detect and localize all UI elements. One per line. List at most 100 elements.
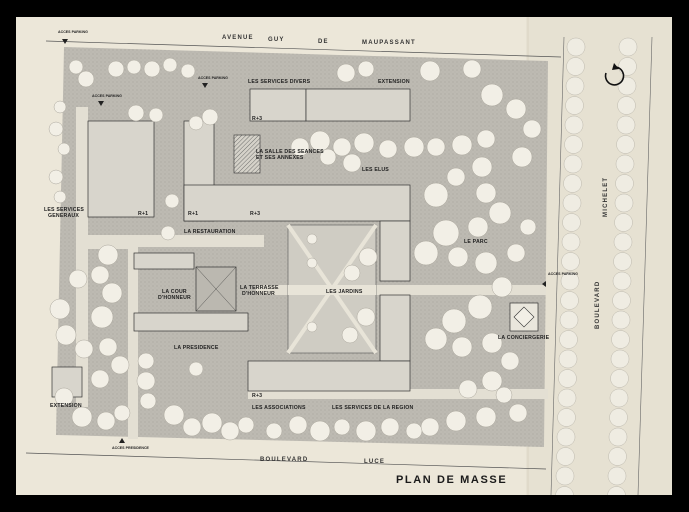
boulevard-michelet-edge-1 — [550, 36, 565, 495]
boulevard-tree — [558, 349, 578, 369]
tree-canopy — [380, 417, 400, 437]
tree-canopy — [336, 63, 356, 83]
tree-canopy — [420, 417, 440, 437]
tree-canopy — [467, 294, 493, 320]
associations-building — [247, 360, 411, 392]
tree-canopy — [505, 98, 527, 120]
buildings — [51, 88, 539, 398]
restauration-building — [133, 252, 195, 270]
tree-canopy — [475, 182, 497, 204]
boulevard-tree — [562, 213, 581, 232]
tree-canopy — [306, 257, 318, 269]
access-arrow-1 — [62, 39, 68, 44]
street-south-1: BOULEVARD — [260, 457, 308, 463]
tree-canopy — [343, 264, 361, 282]
boulevard-tree — [617, 96, 636, 115]
presidence-wing — [133, 312, 249, 332]
level-r1-center: R+1 — [188, 211, 198, 217]
tree-canopy — [74, 339, 94, 359]
boulevard-tree — [611, 310, 631, 330]
tree-canopy — [309, 130, 331, 152]
plan-sheet: AVENUE GUY DE MAUPASSANT BOULEVARD LUCE … — [16, 17, 672, 495]
main-wing-r3 — [183, 184, 411, 222]
label-presidence: LA PRESIDENCE — [174, 345, 219, 351]
label-jardins: LES JARDINS — [326, 289, 363, 295]
boulevard-tree — [557, 388, 577, 408]
tree-canopy — [476, 129, 496, 149]
boulevard-tree — [555, 486, 574, 495]
boulevard-tree — [565, 96, 584, 115]
label-associations: LES ASSOCIATIONS — [252, 405, 306, 411]
boulevard-tree — [613, 252, 632, 271]
access-arrow-5 — [119, 438, 125, 443]
boulevard-tree — [560, 271, 580, 291]
tree-canopy — [220, 421, 240, 441]
boulevard-tree — [564, 135, 583, 154]
street-north-3: DE — [318, 39, 329, 45]
conciergerie-mark — [513, 306, 535, 328]
tree-canopy — [57, 142, 71, 156]
boulevard-tree — [610, 349, 630, 369]
label-cour-1: LA COUR — [162, 289, 187, 295]
tree-canopy — [49, 298, 71, 320]
tree-canopy — [446, 167, 466, 187]
tree-canopy — [480, 83, 504, 107]
street-south-edge — [25, 452, 547, 470]
boulevard-tree — [608, 447, 627, 466]
east-wing — [379, 220, 411, 282]
tree-canopy — [423, 182, 449, 208]
boulevard-tree — [609, 408, 628, 427]
tree-canopy — [474, 251, 498, 275]
tree-canopy — [139, 392, 157, 410]
boulevard-tree — [607, 486, 626, 495]
access-label-1: ACCES PARKING — [58, 30, 88, 34]
tree-canopy — [432, 219, 460, 247]
tree-canopy — [68, 59, 84, 75]
boulevard-tree — [562, 193, 582, 213]
boulevard-tree — [616, 115, 636, 135]
tree-canopy — [426, 137, 446, 157]
tree-canopy — [445, 410, 467, 432]
tree-canopy — [180, 63, 196, 79]
tree-canopy — [319, 148, 337, 166]
label-services-generaux-1: LES SERVICES — [44, 207, 84, 213]
tree-canopy — [481, 370, 503, 392]
tree-canopy — [53, 100, 67, 114]
tree-canopy — [403, 136, 425, 158]
site-plan: AVENUE GUY DE MAUPASSANT BOULEVARD LUCE … — [25, 17, 672, 495]
boulevard-tree — [618, 37, 638, 57]
label-salle-seances-1: LA SALLE DES SEANCES — [256, 149, 324, 155]
boulevard-tree — [615, 174, 634, 193]
label-extension-south: EXTENSION — [50, 403, 82, 409]
fold-shade — [526, 17, 672, 495]
plan-title: PLAN DE MASSE — [396, 474, 507, 486]
tree-canopy — [126, 59, 142, 75]
boulevard-tree — [558, 369, 577, 388]
street-north-edge — [45, 40, 562, 58]
boulevard-tree — [609, 388, 629, 408]
jardins — [286, 223, 378, 355]
tree-canopy — [160, 225, 176, 241]
label-elus: LES ELUS — [362, 167, 389, 173]
level-r1-west: R+1 — [138, 211, 148, 217]
boulevard-tree — [614, 193, 634, 213]
tree-canopy — [290, 137, 310, 157]
tree-canopy — [201, 412, 223, 434]
access-label-5: ACCES PRESIDENCE — [112, 446, 150, 450]
pavilion-roof-2 — [195, 266, 237, 312]
tree-canopy — [332, 137, 352, 157]
tree-canopy — [309, 420, 331, 442]
tree-canopy — [163, 404, 185, 426]
label-extension-north: EXTENSION — [378, 79, 410, 85]
label-services-region: LES SERVICES DE LA REGION — [332, 405, 413, 411]
tree-canopy — [451, 134, 473, 156]
tree-canopy — [90, 265, 110, 285]
boulevard-tree — [563, 154, 583, 174]
tree-canopy — [500, 351, 520, 371]
tree-canopy — [107, 60, 125, 78]
boulevard-tree — [615, 154, 635, 174]
tree-canopy — [495, 386, 513, 404]
street-east-1: BOULEVARD — [595, 281, 601, 329]
tree-canopy — [511, 146, 533, 168]
street-south-2: LUCE — [364, 459, 385, 465]
